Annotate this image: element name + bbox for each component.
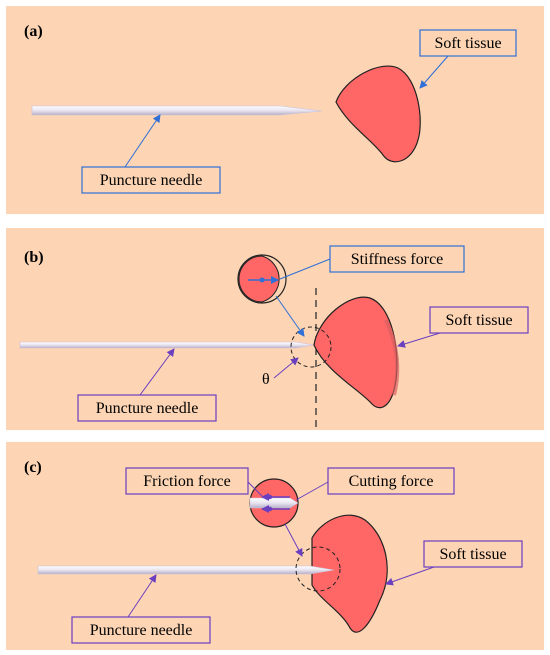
- puncture-needle-arrow: [127, 574, 157, 618]
- cutting-force-pointer: [295, 481, 329, 501]
- soft-tissue: [335, 65, 421, 163]
- zoom-connector-arrow: [275, 295, 305, 337]
- puncture-needle-arrow: [139, 348, 175, 396]
- soft-tissue-label: Soft tissue: [434, 35, 501, 52]
- soft-tissue-label: Soft tissue: [445, 312, 512, 329]
- stiffness-force-pointer: [279, 258, 331, 280]
- puncture-needle: [19, 341, 315, 349]
- soft-tissue-label-box: [423, 540, 523, 568]
- soft-tissue-label-box: [419, 29, 517, 57]
- soft-tissue-arrow: [385, 566, 435, 586]
- puncture-needle: [37, 565, 335, 575]
- soft-tissue-arrow: [419, 55, 449, 89]
- panel-c-label: (c): [24, 459, 42, 476]
- soft-tissue: [311, 514, 388, 633]
- cutting-force-label: Cutting force: [349, 473, 434, 490]
- panel-a-label: (a): [24, 23, 43, 40]
- theta-arrow: [273, 357, 299, 379]
- theta-label: θ: [262, 371, 270, 388]
- tissue-shading: [384, 319, 400, 396]
- contact-zoom-circle: [290, 326, 332, 368]
- puncture-needle-label: Puncture needle: [90, 622, 193, 639]
- panel-b-label: (b): [24, 249, 44, 266]
- puncture-needle-arrow: [124, 114, 161, 168]
- puncture-needle-label-box: [71, 616, 211, 644]
- stiffness-force-label: Stiffness force: [351, 251, 444, 268]
- zoom-inset-tissue: [238, 255, 280, 303]
- cutting-force-label-box: [327, 467, 455, 495]
- panel-c: (c) Friction force Cutting force Soft ti…: [6, 442, 544, 650]
- friction-force-label: Friction force: [143, 473, 231, 490]
- zoom-inset-needle: [249, 497, 299, 509]
- soft-tissue-label: Soft tissue: [439, 546, 506, 563]
- puncture-needle: [31, 105, 323, 116]
- puncture-needle-label: Puncture needle: [96, 400, 199, 417]
- puncture-needle-label-box: [81, 166, 221, 194]
- panel-a: (a) Soft tissue Puncture needle: [6, 6, 544, 214]
- friction-point-bottom: [267, 506, 273, 512]
- soft-tissue-label-box: [429, 306, 529, 334]
- stiffness-force-label-box: [329, 245, 465, 273]
- friction-force-pointer: [247, 481, 263, 497]
- friction-force-label-box: [125, 467, 249, 495]
- panel-b: (b) Stiffness force Soft tissue θ Punctu…: [6, 228, 544, 430]
- insertion-zoom-circle: [295, 546, 341, 592]
- soft-tissue-arrow: [397, 332, 441, 348]
- puncture-needle-label: Puncture needle: [100, 172, 203, 189]
- stiffness-force-point: [259, 277, 265, 283]
- puncture-needle-label-box: [77, 394, 217, 422]
- friction-point-top: [267, 494, 273, 500]
- zoom-connector-arrow: [284, 523, 303, 557]
